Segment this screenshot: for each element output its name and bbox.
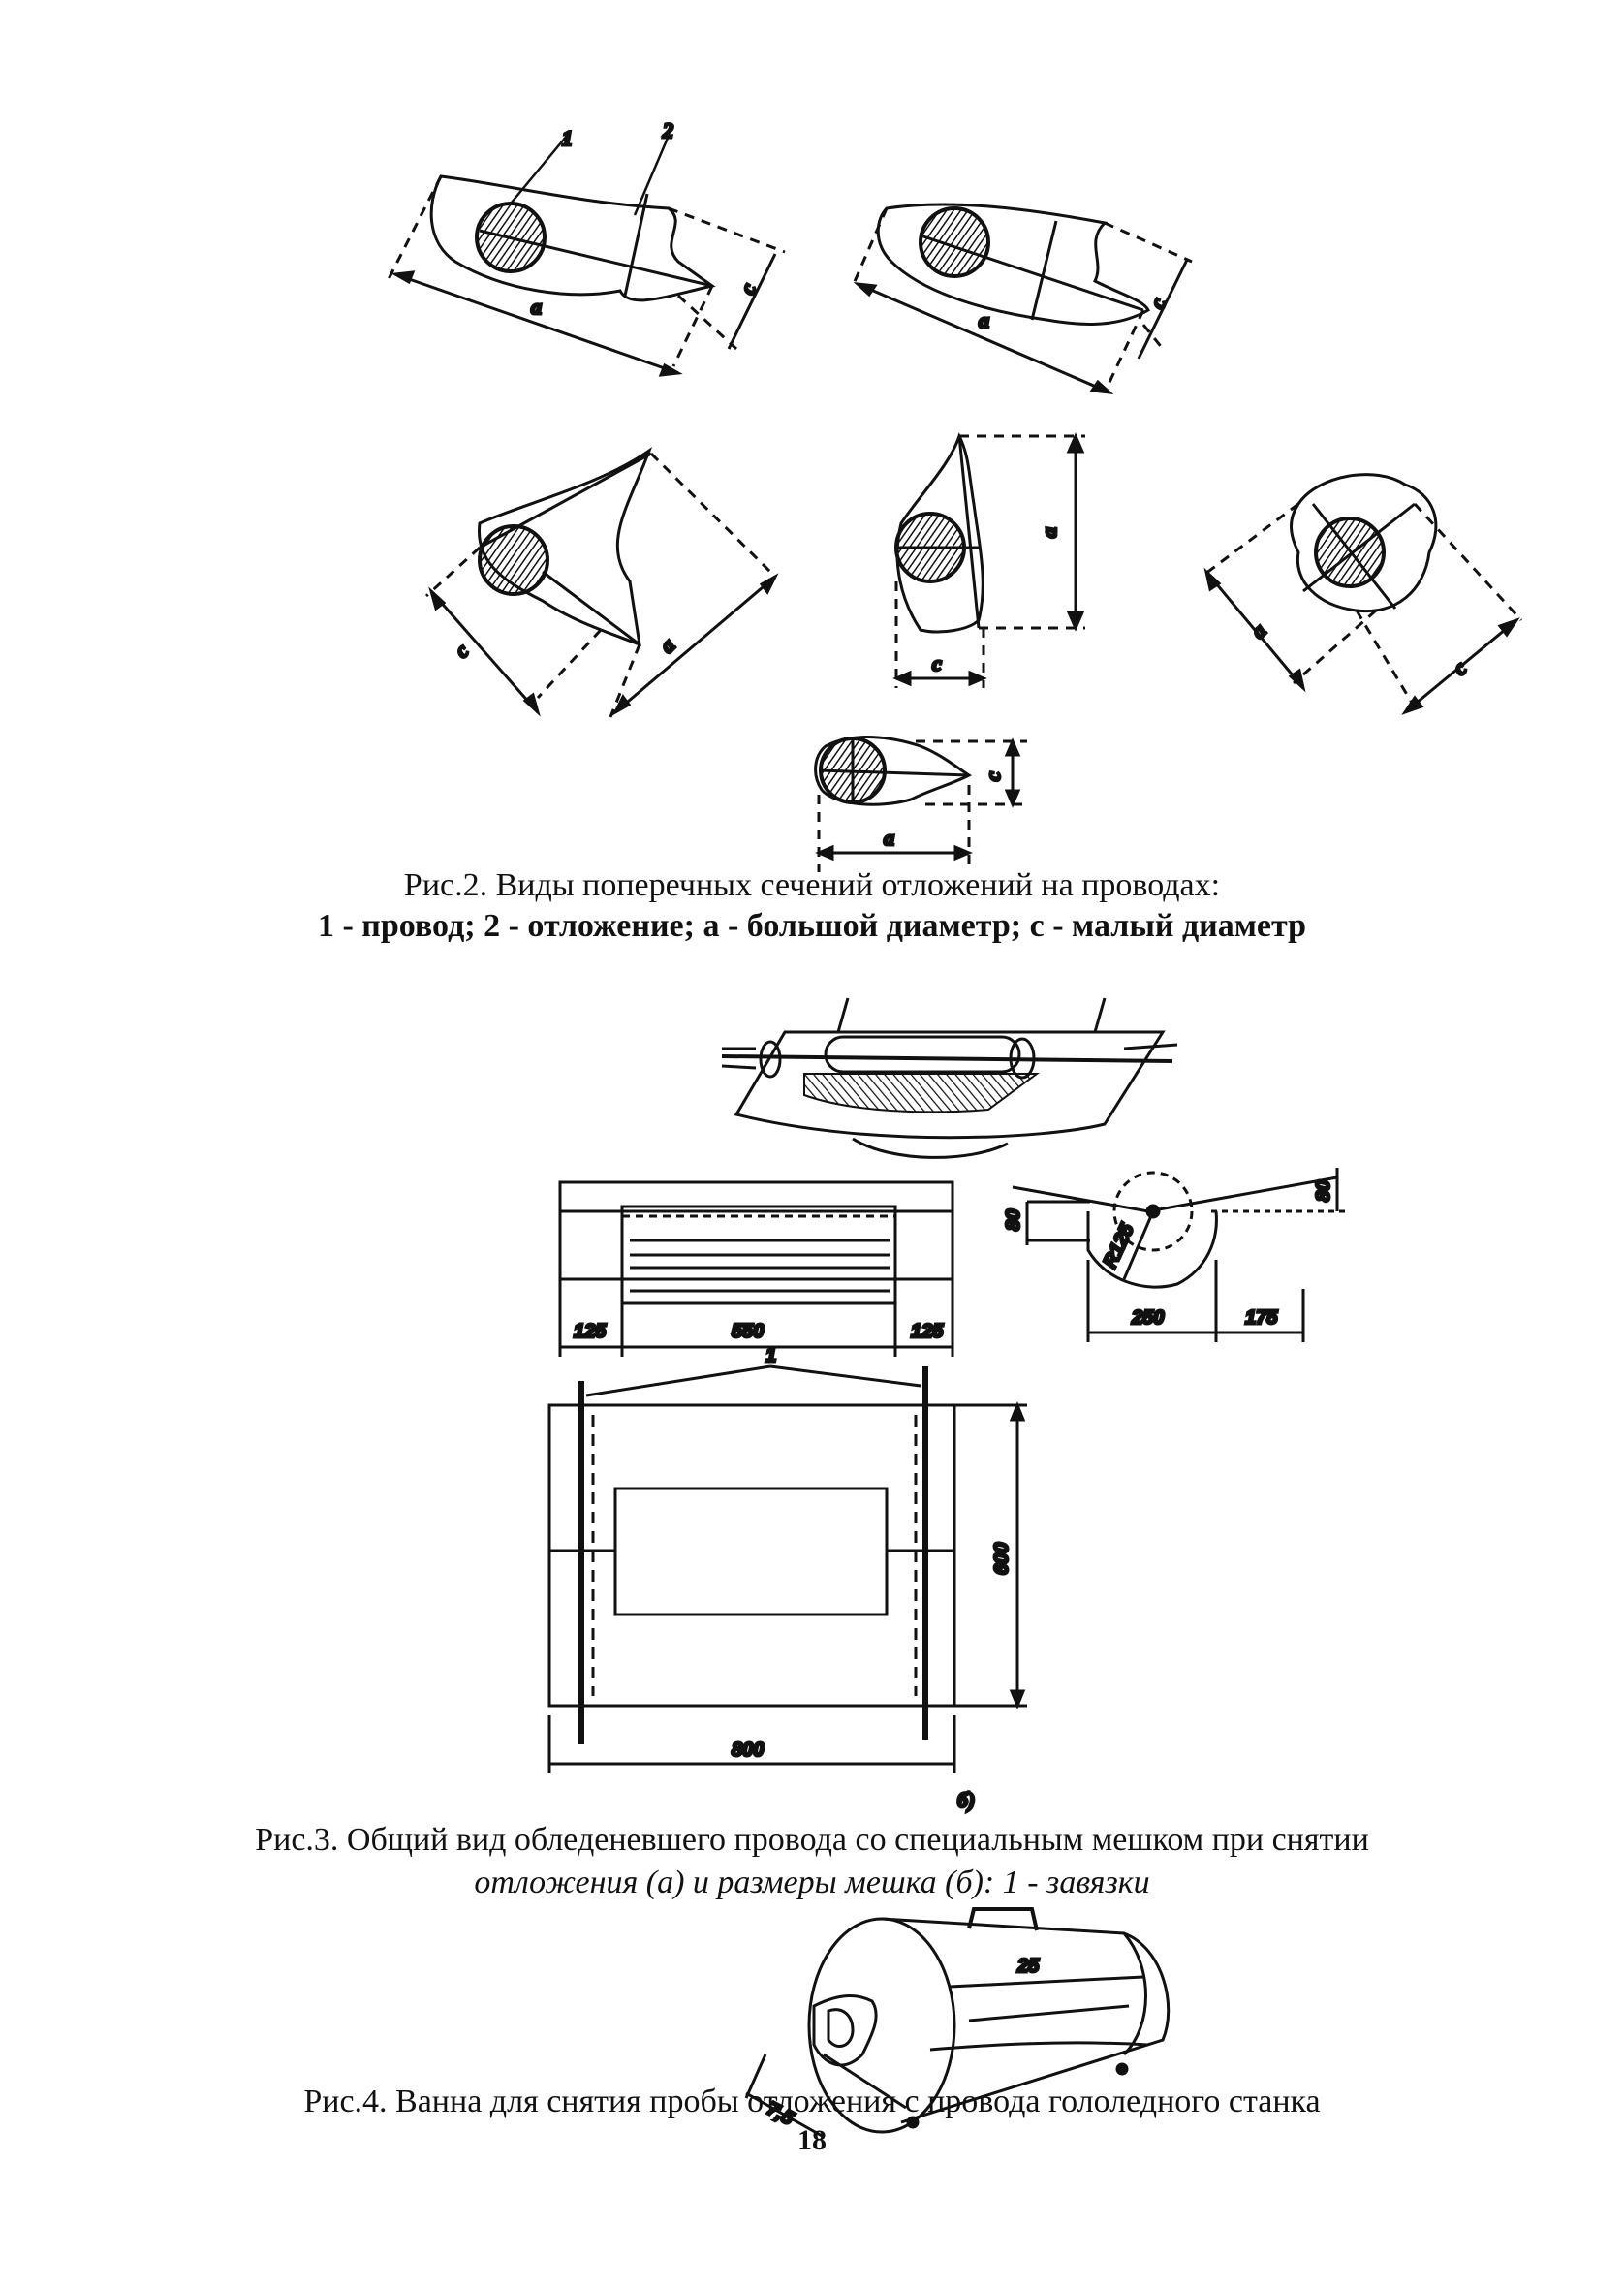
label-c-6: c xyxy=(981,771,1005,781)
label-a-2: a xyxy=(979,308,989,332)
label-a-1: a xyxy=(531,295,542,319)
figure-3b-front-view: 125 550 125 xyxy=(558,1180,954,1357)
label-a-4: a xyxy=(1037,527,1061,538)
figure-3b-side-view: 80 80 R125 250 175 xyxy=(1002,1168,1347,1342)
section-top-right: a c xyxy=(851,203,1193,394)
label-1-wire: 1 xyxy=(562,126,573,150)
dim-175: 175 xyxy=(1245,1307,1278,1329)
section-middle-center: a c xyxy=(892,432,1085,688)
dim-80-right: 80 xyxy=(1313,1180,1334,1202)
figure-2-caption-line-1: Рис.2. Виды поперечных сечений отложений… xyxy=(403,867,1221,903)
section-middle-left: c a xyxy=(424,447,779,718)
dim-tie-label: 1 xyxy=(765,1345,776,1366)
label-c-4: c xyxy=(932,651,942,675)
figure-3-bag-drawings: 125 550 125 80 80 R125 250 175 xyxy=(547,997,1347,1814)
dim-25: 25 xyxy=(1016,1956,1040,1977)
section-top-left: a c 1 2 xyxy=(386,117,786,377)
page-number: 18 xyxy=(797,2124,827,2156)
label-c-3: c xyxy=(450,639,474,663)
dim-250: 250 xyxy=(1131,1307,1164,1329)
dim-125-left: 125 xyxy=(574,1321,607,1342)
label-a-6: a xyxy=(884,826,894,850)
label-2-deposit: 2 xyxy=(662,118,673,142)
dim-80-left: 80 xyxy=(1003,1209,1024,1231)
label-a-5: a xyxy=(1246,618,1270,643)
figure-3b-plan-view: 600 1 800 б) xyxy=(547,1344,1027,1814)
figure-3-caption-line-2: отложения (а) и размеры мешка (б): 1 - з… xyxy=(474,1865,1150,1900)
dim-600: 600 xyxy=(991,1543,1013,1575)
figure-3b-label: б) xyxy=(957,1788,975,1812)
figure-2-cross-sections: a c 1 2 a c xyxy=(386,117,1523,872)
label-a-3: a xyxy=(655,633,679,657)
section-bottom: c a xyxy=(814,736,1027,872)
section-middle-right: a c xyxy=(1201,473,1523,715)
dim-800: 800 xyxy=(732,1740,764,1761)
dim-125-right: 125 xyxy=(911,1321,944,1342)
label-c-1: c xyxy=(734,280,761,298)
figure-3a-perspective xyxy=(721,997,1178,1159)
figure-3-caption-line-1: Рис.3. Общий вид обледеневшего провода с… xyxy=(255,1822,1369,1858)
figure-2-caption-line-2: 1 - провод; 2 - отложение; а - большой д… xyxy=(317,908,1307,944)
dim-550: 550 xyxy=(732,1321,764,1342)
figure-4-caption: Рис.4. Ванна для снятия пробы отложения … xyxy=(303,2084,1321,2119)
